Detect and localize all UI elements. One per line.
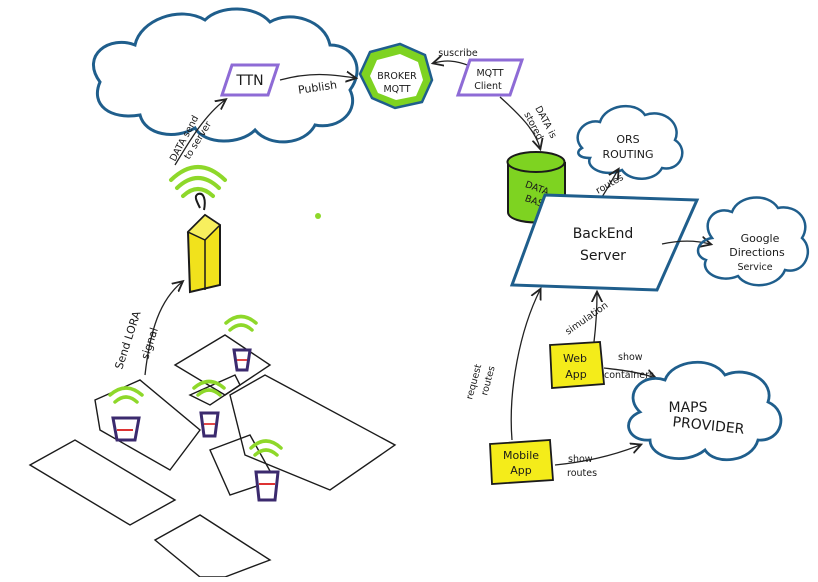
ttn-node: TTN bbox=[219, 63, 281, 97]
maps-label-2: PROVIDER bbox=[672, 414, 746, 437]
backend-label-1: BackEnd bbox=[573, 226, 634, 242]
lora-label-2: signal bbox=[138, 326, 160, 361]
show-containers-label-2: containers bbox=[604, 370, 654, 381]
ttn-cloud bbox=[92, 7, 359, 144]
street-map bbox=[28, 334, 397, 578]
backend-label-2: Server bbox=[580, 248, 626, 264]
publish-edge: Publish bbox=[279, 75, 355, 97]
green-dot bbox=[315, 213, 321, 219]
backend-server-node: BackEnd Server bbox=[509, 193, 700, 292]
maps-provider-cloud: MAPS PROVIDER bbox=[627, 360, 783, 462]
web-app-node: Web App bbox=[549, 341, 605, 389]
show-containers-edge: show containers bbox=[603, 352, 655, 381]
show-routes-label-1: show bbox=[568, 454, 593, 465]
google-edge bbox=[661, 241, 710, 244]
data-stored-edge: DATA is stored bbox=[499, 96, 559, 148]
suscribe-edge: suscribe bbox=[434, 48, 478, 67]
suscribe-label: suscribe bbox=[438, 48, 478, 59]
sensor-container-2 bbox=[224, 314, 258, 372]
google-label-2: Directions bbox=[729, 246, 785, 259]
broker-label-2: MQTT bbox=[383, 84, 410, 95]
ors-label-2: ROUTING bbox=[602, 148, 653, 161]
maps-label-1: MAPS bbox=[669, 400, 708, 416]
broker-label-1: BROKER bbox=[377, 71, 417, 82]
mobile-label-2: App bbox=[510, 464, 532, 477]
mqtt-client-label-1: MQTT bbox=[476, 68, 503, 79]
ttn-label: TTN bbox=[235, 73, 263, 89]
lora-gateway-icon bbox=[186, 192, 222, 294]
show-routes-label-2: routes bbox=[567, 468, 597, 479]
webapp-label-2: App bbox=[565, 368, 587, 381]
mqtt-client-node: MQTT Client bbox=[455, 58, 525, 97]
publish-label: Publish bbox=[297, 78, 338, 96]
mobile-label-1: Mobile bbox=[503, 449, 539, 462]
mqtt-client-label-2: Client bbox=[474, 81, 502, 92]
ors-routing-cloud: ORS ROUTING bbox=[576, 104, 684, 180]
show-routes-edge: show routes bbox=[554, 445, 640, 479]
show-containers-label-1: show bbox=[618, 352, 643, 363]
google-directions-cloud: Google Directions Service bbox=[696, 196, 810, 287]
google-label-1: Google bbox=[741, 232, 780, 245]
routes-label: routes bbox=[594, 172, 626, 197]
sensor-container-4 bbox=[249, 439, 283, 502]
sensor-container-1 bbox=[108, 386, 144, 442]
lora-edge: Send LORA signal bbox=[112, 282, 182, 376]
request-routes-edge: request routes bbox=[464, 290, 540, 441]
mobile-app-node: Mobile App bbox=[489, 439, 554, 485]
simulation-edge: simulation bbox=[563, 293, 610, 343]
ors-label-1: ORS bbox=[616, 133, 639, 146]
sensor-container-3 bbox=[192, 379, 226, 438]
simulation-label: simulation bbox=[563, 300, 610, 337]
webapp-label-1: Web bbox=[563, 352, 587, 365]
gateway-signal-icon bbox=[169, 165, 227, 198]
broker-mqtt-node: BROKER MQTT bbox=[358, 42, 434, 110]
data-send-edge: DATA send to server bbox=[168, 100, 225, 166]
google-label-3: Service bbox=[737, 262, 772, 273]
lora-label-1: Send LORA bbox=[112, 309, 143, 371]
